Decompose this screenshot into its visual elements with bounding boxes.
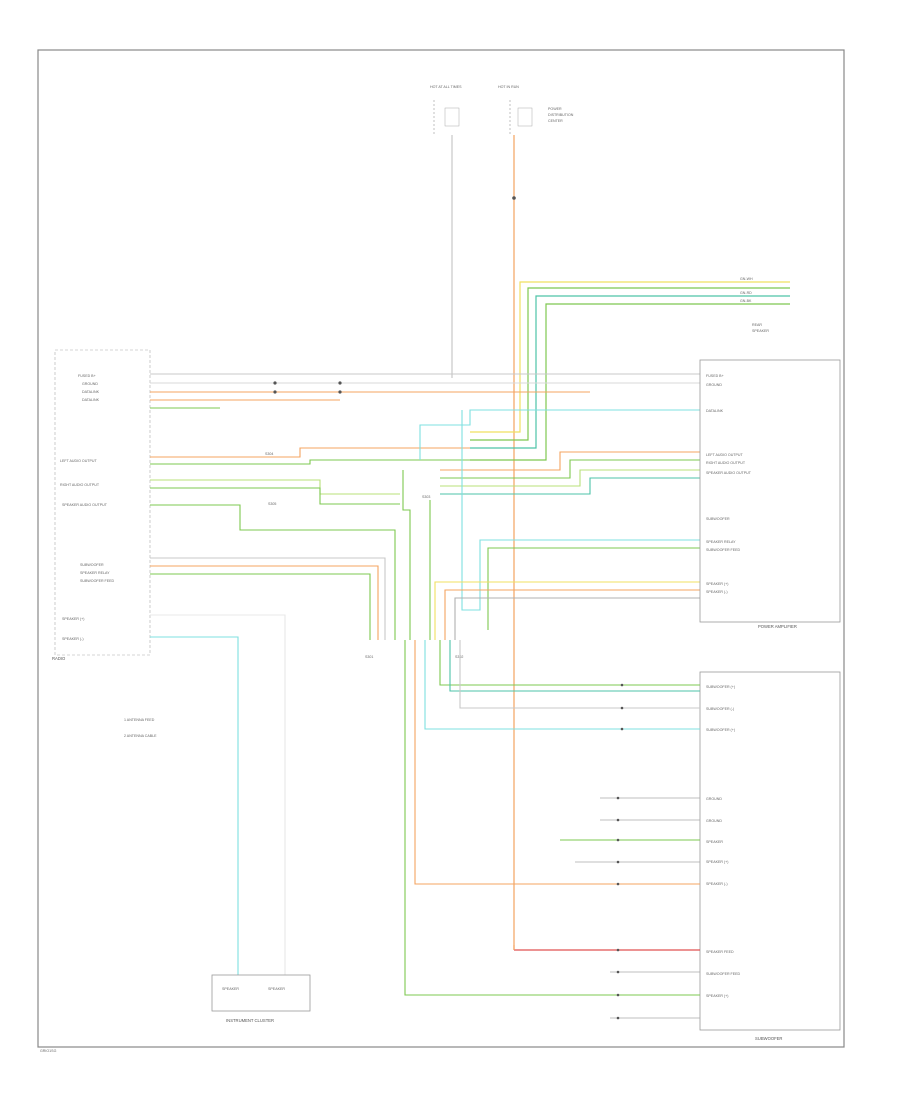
radio-block: RADIO FUSED B+ GROUND DATALINK DATALINK …	[52, 349, 151, 661]
svg-text:SUBWOOFER: SUBWOOFER	[706, 517, 730, 521]
svg-text:POWER: POWER	[548, 107, 562, 111]
cluster-name: INSTRUMENT CLUSTER	[226, 1018, 274, 1023]
svg-text:SPEAKER AUDIO OUTPUT: SPEAKER AUDIO OUTPUT	[62, 503, 108, 507]
fuse-block: HOT AT ALL TIMES HOT IN RUN POWER DISTRI…	[430, 85, 574, 135]
svg-text:SPEAKER (+): SPEAKER (+)	[706, 860, 728, 864]
svg-text:SPEAKER: SPEAKER	[752, 329, 769, 333]
svg-text:SPEAKER: SPEAKER	[706, 840, 723, 844]
svg-text:SPEAKER (-): SPEAKER (-)	[706, 590, 728, 594]
svg-text:RIGHT AUDIO OUTPUT: RIGHT AUDIO OUTPUT	[60, 483, 100, 487]
svg-text:SPEAKER: SPEAKER	[222, 987, 239, 991]
legend-item-1: 1 ANTENNA FEED	[124, 718, 155, 722]
svg-text:SPEAKER AUDIO OUTPUT: SPEAKER AUDIO OUTPUT	[706, 471, 752, 475]
svg-text:SPEAKER: SPEAKER	[268, 987, 285, 991]
amplifier-name: POWER AMPLIFIER	[758, 624, 797, 629]
svg-text:SUBWOOFER (+): SUBWOOFER (+)	[706, 728, 735, 732]
subwoofer-block: SUBWOOFER SUBWOOFER (+) SUBWOOFER (-) SU…	[699, 671, 841, 1041]
green-bundle-top: GN-WH GN-RD GN-BK REAR SPEAKER	[470, 277, 790, 461]
svg-text:CENTER: CENTER	[548, 119, 563, 123]
svg-text:SPEAKER RELAY: SPEAKER RELAY	[80, 571, 110, 575]
svg-text:SUBWOOFER FEED: SUBWOOFER FEED	[80, 579, 115, 583]
svg-text:DISTRIBUTION: DISTRIBUTION	[548, 113, 574, 117]
svg-text:RIGHT AUDIO OUTPUT: RIGHT AUDIO OUTPUT	[706, 461, 746, 465]
radio-name: RADIO	[52, 656, 66, 661]
svg-text:GROUND: GROUND	[706, 819, 722, 823]
svg-text:GN-RD: GN-RD	[740, 291, 752, 295]
svg-text:GN-BK: GN-BK	[740, 299, 752, 303]
svg-text:REAR: REAR	[752, 323, 762, 327]
fuse-label-1: HOT AT ALL TIMES	[430, 85, 462, 89]
svg-text:DATALINK: DATALINK	[706, 409, 724, 413]
svg-text:SPEAKER (+): SPEAKER (+)	[62, 617, 84, 621]
amplifier-block: POWER AMPLIFIER FUSED B+ GROUND DATALINK…	[699, 359, 841, 629]
svg-text:GN-WH: GN-WH	[740, 277, 753, 281]
svg-text:DATALINK: DATALINK	[82, 398, 100, 402]
footer-code: GRIO1SG	[40, 1049, 57, 1053]
svg-text:SUBWOOFER FEED: SUBWOOFER FEED	[706, 548, 741, 552]
svg-text:GROUND: GROUND	[706, 797, 722, 801]
svg-text:S303: S303	[422, 495, 430, 499]
svg-text:LEFT AUDIO OUTPUT: LEFT AUDIO OUTPUT	[60, 459, 97, 463]
svg-text:SUBWOOFER (+): SUBWOOFER (+)	[706, 685, 735, 689]
svg-text:SPEAKER RELAY: SPEAKER RELAY	[706, 540, 736, 544]
svg-text:SPEAKER (+): SPEAKER (+)	[706, 582, 728, 586]
svg-text:S305: S305	[268, 502, 276, 506]
subwoofer-name: SUBWOOFER	[755, 1036, 782, 1041]
svg-text:S304: S304	[265, 452, 273, 456]
svg-text:LEFT AUDIO OUTPUT: LEFT AUDIO OUTPUT	[706, 453, 743, 457]
svg-text:SUBWOOFER FEED: SUBWOOFER FEED	[706, 972, 741, 976]
svg-text:FUSED B+: FUSED B+	[706, 374, 724, 378]
svg-text:GROUND: GROUND	[82, 382, 98, 386]
diagram-border	[37, 49, 845, 1048]
svg-text:SPEAKER (-): SPEAKER (-)	[62, 637, 84, 641]
svg-text:SPEAKER FEED: SPEAKER FEED	[706, 950, 734, 954]
cluster-block: SPEAKER SPEAKER INSTRUMENT CLUSTER	[211, 974, 311, 1023]
legend: 1 ANTENNA FEED 2 ANTENNA CABLE	[124, 718, 157, 738]
svg-text:SPEAKER (+): SPEAKER (+)	[706, 994, 728, 998]
svg-text:DATALINK: DATALINK	[82, 390, 100, 394]
svg-text:SUBWOOFER (-): SUBWOOFER (-)	[706, 707, 734, 711]
svg-text:FUSED B+: FUSED B+	[78, 374, 96, 378]
svg-text:S301: S301	[365, 655, 373, 659]
svg-text:S302: S302	[455, 655, 463, 659]
svg-text:GROUND: GROUND	[706, 383, 722, 387]
legend-item-2: 2 ANTENNA CABLE	[124, 734, 157, 738]
svg-text:SPEAKER (-): SPEAKER (-)	[706, 882, 728, 886]
fuse-label-2: HOT IN RUN	[498, 85, 519, 89]
svg-text:SUBWOOFER: SUBWOOFER	[80, 563, 104, 567]
